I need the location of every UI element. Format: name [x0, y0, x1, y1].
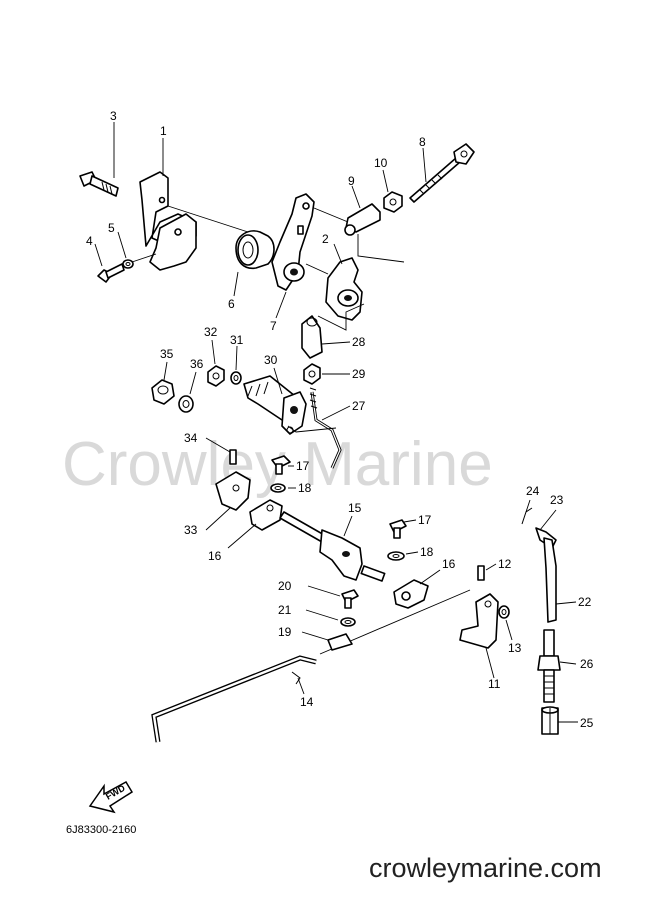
callout-18b: 18 [420, 545, 434, 559]
callout-10: 10 [374, 156, 388, 170]
callout-6: 6 [228, 297, 235, 311]
callout-5: 5 [108, 221, 115, 235]
callout-20: 20 [278, 579, 292, 593]
callout-23: 23 [550, 493, 564, 507]
callout-16b: 16 [442, 557, 456, 571]
callout-30: 30 [264, 353, 278, 367]
callout-33: 33 [184, 523, 198, 537]
callout-12: 12 [498, 557, 512, 571]
callout-19: 19 [278, 625, 292, 639]
callout-3: 3 [110, 109, 117, 123]
ball-joint-part-9 [344, 203, 381, 236]
diagram-code: 6J83300-2160 [66, 824, 136, 836]
rod-part-8 [409, 143, 475, 203]
callout-31: 31 [230, 333, 244, 347]
callout-27: 27 [352, 399, 366, 413]
callout-9: 9 [348, 174, 355, 188]
callout-7: 7 [270, 319, 277, 333]
callout-18a: 18 [298, 481, 312, 495]
fwd-arrow-icon: FWD [88, 780, 134, 814]
pin-part-34 [229, 449, 237, 465]
callout-32: 32 [204, 325, 218, 339]
screw-part-4 [97, 263, 125, 283]
washer-part-21 [340, 617, 356, 627]
callout-13: 13 [508, 641, 522, 655]
callout-16a: 16 [208, 549, 222, 563]
callout-29: 29 [352, 367, 366, 381]
nut-part-29 [303, 363, 321, 385]
washer-part-36 [178, 395, 194, 413]
callout-1: 1 [160, 124, 167, 138]
joint-part-16a [249, 499, 283, 531]
callout-22: 22 [578, 595, 592, 609]
bolt-part-17a [271, 455, 291, 475]
callout-35: 35 [160, 347, 174, 361]
footer-url[interactable]: crowleymarine.com [369, 853, 602, 883]
bracket-part-1 [139, 171, 197, 271]
washer-part-18a [270, 483, 286, 493]
throttle-lever-part-7 [271, 193, 315, 291]
bolt-part-17b [389, 519, 407, 539]
washer-part-5 [122, 259, 134, 269]
pin-part-12 [477, 565, 485, 581]
callout-36: 36 [190, 357, 204, 371]
callout-28: 28 [352, 335, 366, 349]
joint-part-33 [215, 471, 251, 511]
washer-part-31 [230, 371, 242, 385]
callout-17b: 17 [418, 513, 432, 527]
rod-part-27 [287, 387, 342, 469]
callout-15: 15 [348, 501, 362, 515]
rod-part-22 [543, 537, 557, 623]
clip-part-24 [521, 507, 533, 525]
shaft-part-30 [243, 375, 307, 435]
link-part-28 [301, 315, 323, 359]
clip-part-19 [327, 633, 353, 651]
callout-21: 21 [278, 603, 292, 617]
callout-34: 34 [184, 431, 198, 445]
nut-part-32 [207, 365, 225, 387]
callout-2: 2 [322, 232, 329, 246]
shaft-part-15 [279, 511, 386, 582]
bushing-part-6 [235, 230, 275, 270]
cam-part-2 [325, 257, 363, 321]
callout-11: 11 [488, 677, 501, 691]
callout-26: 26 [580, 657, 594, 671]
bushing-part-35 [151, 379, 175, 405]
connector-part-26 [537, 629, 561, 703]
bolt-part-3 [79, 171, 119, 197]
nut-part-10 [383, 191, 403, 213]
washer-part-13 [498, 605, 510, 619]
washer-part-18b [387, 551, 405, 561]
rod-part-14 [151, 655, 317, 743]
bolt-part-20 [341, 589, 359, 609]
callout-14: 14 [300, 695, 314, 709]
joint-part-16b [393, 579, 429, 609]
nut-part-25 [541, 706, 559, 735]
callout-25: 25 [580, 716, 594, 730]
callout-24: 24 [526, 484, 540, 498]
callout-17a: 17 [296, 459, 310, 473]
lever-part-11 [459, 593, 499, 649]
callout-8: 8 [419, 135, 426, 149]
callout-4: 4 [86, 234, 93, 248]
